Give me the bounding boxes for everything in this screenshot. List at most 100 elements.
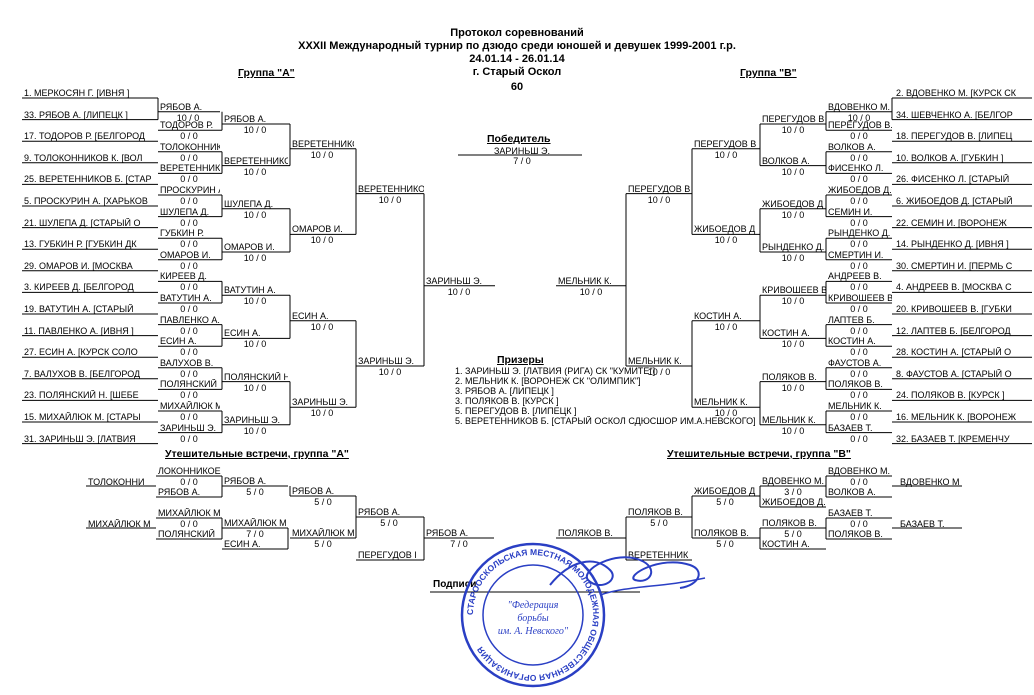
group-a-r4-name: ВЕРЕТЕННИКОВ — [358, 183, 424, 194]
group-b-r1-name: РЫНДЕНКО Д. — [828, 228, 891, 239]
cons-b-s2-name: ПОЛЯКОВ В. — [694, 528, 749, 538]
group-a-final-name: ЗАРИНЬШ Э. — [426, 275, 483, 286]
group-a-r2-score: 10 / 0 — [243, 425, 267, 436]
group-a-entry: 23. ПОЛЯНСКИЙ Н. [ШЕБЕ — [24, 390, 139, 401]
group-b-r1-name: СЕМИН И. — [828, 206, 873, 217]
group-a-r1-score: 0 / 0 — [180, 368, 198, 379]
group-b-r1-score: 0 / 0 — [850, 304, 868, 314]
cons-b-m2w-name: ПОЛЯКОВ В. — [762, 518, 817, 528]
group-a-r1-name: ОМАРОВ И. — [160, 249, 211, 260]
group-a-r1-name: МИХАЙЛЮК М — [160, 401, 220, 411]
group-b-r1-score: 10 / 0 — [847, 112, 871, 123]
group-b-r1-score: 0 / 0 — [850, 131, 868, 142]
group-b-r1-score: 0 / 0 — [850, 152, 868, 163]
tournament-city: г. Старый Оскол — [472, 66, 562, 78]
group-b-r3-score: 10 / 0 — [714, 149, 738, 160]
cons-a-final-name: РЯБОВ А. — [426, 528, 469, 538]
group-a-r1-score: 0 / 0 — [180, 282, 198, 293]
cons-a-top-entry: ТОЛОКОННИ — [88, 477, 145, 487]
cons-a-m1w-score: 5 / 0 — [246, 487, 264, 497]
group-a-r4-name: ЗАРИНЬШ Э. — [358, 356, 415, 366]
group-b-r3-name: МЕЛЬНИК К. — [694, 397, 748, 408]
group-b-r3-name: КОСТИН А. — [694, 310, 742, 321]
group-a-r2-score: 10 / 0 — [243, 125, 267, 135]
group-a-r2-name: ПОЛЯНСКИЙ Н — [224, 371, 288, 382]
group-a-r2-score: 10 / 0 — [243, 382, 267, 393]
group-a-r2-name: ВАТУТИН А. — [224, 285, 276, 296]
group-b-r1-score: 0 / 0 — [850, 239, 868, 250]
group-b-r1-name: КОСТИН А. — [828, 336, 876, 347]
group-b-r2-name: ПЕРЕГУДОВ В — [762, 114, 825, 124]
group-b-entry: 16. МЕЛЬНИК К. [ВОРОНЕЖ — [896, 412, 1017, 422]
weight-category: 60 — [510, 81, 524, 93]
winner-score: 7 / 0 — [513, 156, 531, 166]
group-b-final-score: 10 / 0 — [579, 286, 603, 297]
group-a-r1-score: 0 / 0 — [180, 390, 198, 401]
group-a-entry: 19. ВАТУТИН А. [СТАРЫЙ — [24, 304, 134, 314]
cons-a-title: Утешительные встречи, группа "А" — [165, 449, 349, 459]
group-a-r3-score: 10 / 0 — [310, 408, 334, 419]
cons-a-m2a-score: 0 / 0 — [180, 519, 198, 529]
group-b-r1-score: 0 / 0 — [850, 325, 868, 336]
group-a-r3-score: 10 / 0 — [310, 321, 334, 332]
group-a-r1-name: ВАТУТИН А. — [160, 293, 212, 303]
group-a-r3-name: ЗАРИНЬШ Э. — [292, 397, 349, 408]
group-b-r1-name: ЛАПТЕВ Б. — [828, 314, 875, 325]
group-b-r4-score: 10 / 0 — [647, 367, 671, 377]
group-a-r3-name: ОМАРОВ И. — [292, 224, 343, 235]
group-a-entry: 15. МИХАЙЛЮК М. [СТАРЫ — [24, 412, 141, 422]
prize-line: 2. МЕЛЬНИК К. [ВОРОНЕЖ СК "ОЛИМПИК"] — [455, 376, 641, 386]
group-b-r1-score: 0 / 0 — [850, 368, 868, 379]
tournament-title: XXXII Международный турнир по дзюдо сред… — [298, 40, 736, 52]
group-b-r2-score: 10 / 0 — [781, 425, 805, 436]
group-b-r2-score: 10 / 0 — [781, 339, 805, 350]
winner-name: ЗАРИНЬШ Э. — [493, 146, 551, 156]
cons-a-m2a-name: МИХАЙЛЮК М — [158, 508, 221, 518]
group-b-r3-name: ЖИБОЕДОВ Д — [694, 224, 756, 235]
group-b-r2-name: ПОЛЯКОВ В. — [762, 371, 817, 382]
group-a-r1-name: ТОЛОКОННИКОВ — [160, 141, 220, 152]
cons-b-final-name: ПОЛЯКОВ В. — [558, 528, 613, 538]
cons-b-m1w-name: ВДОВЕНКО М. — [762, 476, 825, 486]
cons-b-m1a-name: ВДОВЕНКО М. — [828, 466, 891, 476]
group-b-r1-name: МЕЛЬНИК К. — [828, 401, 882, 411]
group-a-r2-name: ВЕРЕТЕННИКОВ — [224, 155, 288, 166]
group-a-entry: 25. ВЕРЕТЕННИКОВ Б. [СТАР — [24, 174, 152, 185]
group-a-r1-score: 0 / 0 — [180, 174, 198, 185]
cons-b-m2a-name: БАЗАЕВ Т. — [828, 508, 873, 518]
group-b-r4-name: МЕЛЬНИК К. — [628, 356, 682, 366]
group-b-r2-name: МЕЛЬНИК К. — [762, 414, 816, 425]
group-b-r3-name: ПЕРЕГУДОВ В — [694, 138, 757, 149]
cons-a-s4-name: ПЕРЕГУДОВ І — [358, 550, 417, 560]
group-b-r1-name: ВДОВЕНКО М. — [828, 101, 891, 112]
group-a-r4-score: 10 / 0 — [378, 194, 402, 205]
group-b-entry: 14. РЫНДЕНКО Д. [ИВНЯ ] — [896, 239, 1009, 250]
tournament-dates: 24.01.14 - 26.01.14 — [469, 53, 565, 65]
prizes-title: Призеры — [497, 355, 544, 365]
group-a-r1-score: 0 / 0 — [180, 131, 198, 142]
group-a-r1-name: ГУБКИН Р. — [160, 228, 205, 239]
protocol-title: Протокол соревнований — [450, 27, 584, 39]
group-b-r1-name: КРИВОШЕЕВ В — [828, 293, 892, 303]
group-a-r1-score: 0 / 0 — [180, 217, 198, 228]
group-b-r2-score: 10 / 0 — [781, 209, 805, 220]
group-a-r1-name: ЕСИН А. — [160, 336, 197, 347]
cons-a-m1b-name: РЯБОВ А. — [158, 487, 201, 497]
group-a-entry: 29. ОМАРОВ И. [МОСКВА — [24, 260, 133, 271]
cons-a-m1a-name: ЛОКОННИКОЕ — [158, 466, 221, 476]
prize-line: 5. ПЕРЕГУДОВ В. [ЛИПЕЦК ] — [455, 406, 577, 416]
group-a-r1-name: ШУЛЕПА Д. — [160, 206, 210, 217]
cons-a-m1a-score: 0 / 0 — [180, 477, 198, 487]
prize-line: 3. РЯБОВ А. [ЛИПЕЦК ] — [455, 386, 554, 396]
group-a-r2-name: ЗАРИНЬШ Э. — [224, 414, 281, 425]
group-a-r3-score: 10 / 0 — [310, 149, 334, 160]
group-a-r2-name: ЕСИН А. — [224, 328, 261, 339]
group-b-r3-score: 10 / 0 — [714, 408, 738, 419]
cons-b-m1a-score: 0 / 0 — [850, 477, 868, 487]
cons-b-title: Утешительные встречи, группа "В" — [667, 449, 851, 459]
cons-a-bottom-entry: МИХАЙЛЮК М — [88, 519, 151, 529]
group-b-r1-name: ПЕРЕГУДОВ В. — [828, 120, 892, 131]
group-a-entry: 17. ТОДОРОВ Р. [БЕЛГОРОД — [24, 131, 146, 142]
group-b-title: Группа "В" — [740, 68, 797, 78]
stamp-line-1: "Федерация — [508, 600, 559, 611]
